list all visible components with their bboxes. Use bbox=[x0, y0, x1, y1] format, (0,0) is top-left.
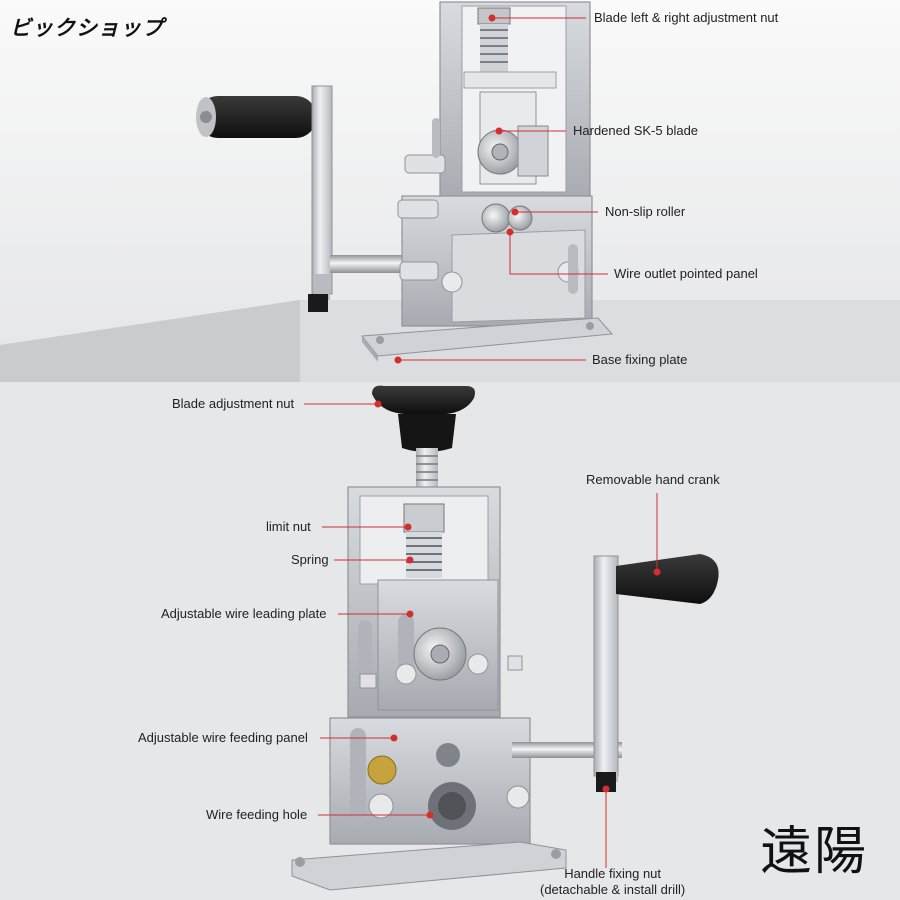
label-blade-lr-nut: Blade left & right adjustment nut bbox=[594, 10, 779, 25]
bottom-crank bbox=[512, 554, 719, 792]
label-roller: Non-slip roller bbox=[605, 204, 686, 219]
label-base-plate: Base fixing plate bbox=[592, 352, 688, 367]
label-feeding-hole: Wire feeding hole bbox=[206, 807, 308, 822]
table-front bbox=[0, 300, 300, 382]
label-spring: Spring bbox=[291, 552, 329, 567]
top-body bbox=[361, 1, 614, 362]
top-leader-lines bbox=[394, 14, 608, 364]
label-sk5-blade: Hardened SK-5 blade bbox=[573, 123, 699, 138]
label-outlet-panel: Wire outlet pointed panel bbox=[614, 266, 758, 281]
label-limit-nut: limit nut bbox=[266, 519, 311, 534]
bottom-knob bbox=[372, 385, 475, 498]
seller-mark: 遠陽 bbox=[760, 822, 869, 882]
bottom-body bbox=[291, 486, 567, 891]
label-feeding-panel: Adjustable wire feeding panel bbox=[138, 730, 308, 745]
label-blade-nut: Blade adjustment nut bbox=[172, 396, 295, 411]
label-hand-crank: Removable hand crank bbox=[586, 472, 720, 487]
shop-name: ビックショップ bbox=[10, 16, 164, 40]
label-handle-nut-line1: Handle fixing nut bbox=[564, 866, 662, 881]
bottom-leader-lines bbox=[304, 400, 661, 868]
label-handle-nut: Handle fixing nut (detachable & install … bbox=[540, 866, 685, 898]
label-leading-plate: Adjustable wire leading plate bbox=[161, 606, 327, 621]
label-handle-nut-line2: (detachable & install drill) bbox=[540, 882, 686, 897]
